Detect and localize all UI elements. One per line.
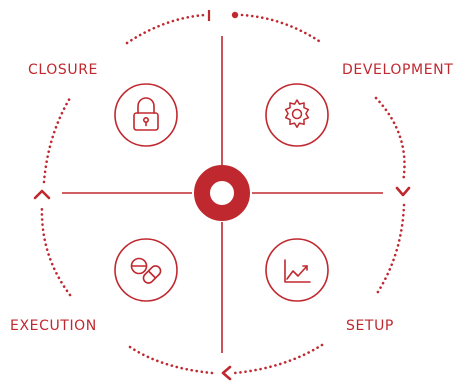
- dotted-arc-right: [374, 96, 406, 297]
- dotted-arc-top-left: [125, 13, 207, 45]
- gear-icon: [284, 99, 310, 129]
- closure-icon-circle: [114, 83, 178, 147]
- pills-icon: [130, 257, 162, 284]
- chevron-left-icon: [221, 365, 232, 381]
- dotted-arc-left: [40, 96, 72, 297]
- execution-icon-circle: [114, 238, 178, 302]
- chevron-down-icon: [395, 186, 411, 197]
- development-icon-circle: [265, 83, 329, 147]
- phase-label-closure: CLOSURE: [28, 62, 99, 78]
- arc-start-dot: [231, 11, 239, 19]
- phase-label-execution: EXECUTION: [10, 318, 97, 334]
- phase-label-development: DEVELOPMENT: [342, 62, 454, 78]
- dotted-arc-top-right: [240, 13, 324, 45]
- lock-icon: [133, 97, 159, 131]
- center-ring: [194, 165, 250, 221]
- dotted-arc-bottom: [125, 343, 324, 375]
- chevron-up-icon: [33, 189, 51, 200]
- line-chart-icon: [284, 259, 311, 283]
- phase-label-setup: SETUP: [346, 318, 394, 334]
- setup-icon-circle: [265, 238, 329, 302]
